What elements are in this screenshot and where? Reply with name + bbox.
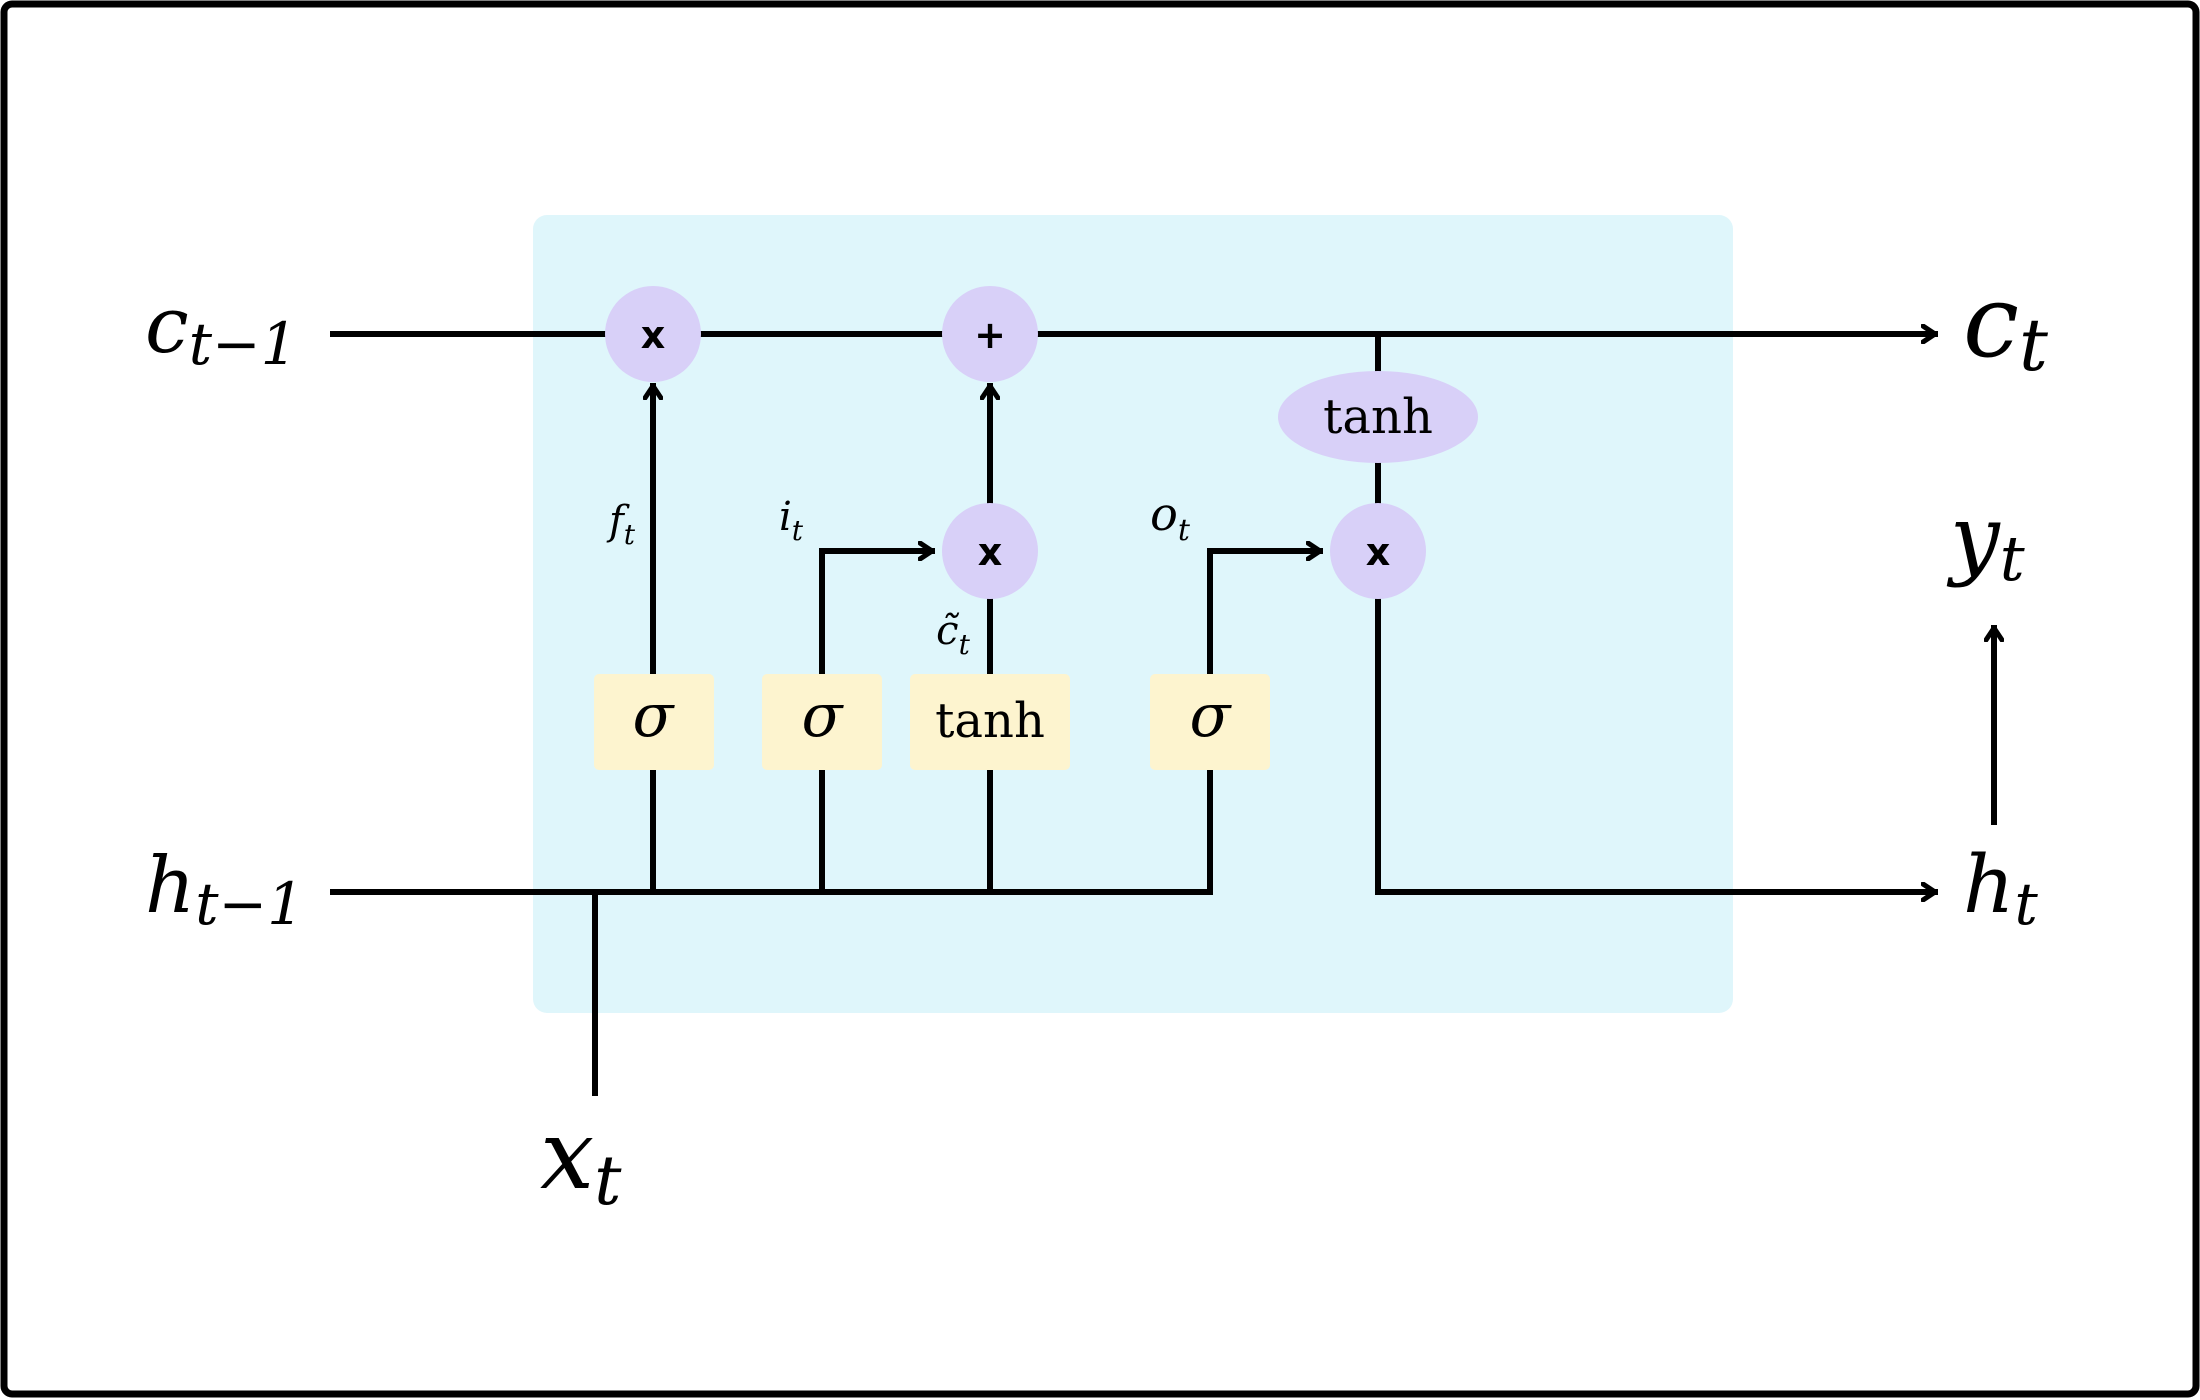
output-multiply-node: x: [1330, 503, 1426, 599]
cell-add-node: +: [942, 286, 1038, 382]
gate-box-output: σ: [1150, 674, 1270, 770]
gate-label-forget: σ: [633, 681, 676, 751]
gate-box-forget: σ: [594, 674, 714, 770]
hidden-output-line: [1375, 595, 1938, 892]
h-prev-label: ht−1: [145, 841, 304, 938]
x-input-label: xt: [540, 1099, 622, 1221]
gate-label-input: σ: [802, 681, 845, 751]
input-gate-arrow: [819, 551, 935, 679]
candidate-signal-label: c̃t: [936, 608, 970, 661]
cell-add-symbol: +: [974, 313, 1006, 357]
c-prev-label: ct−1: [145, 281, 298, 378]
h-out-label: ht: [1963, 838, 2039, 938]
gate-box-candidate: tanh: [910, 674, 1070, 770]
gate-label-output: σ: [1190, 681, 1233, 751]
output-tanh-node: tanh: [1278, 371, 1478, 463]
forget-multiply-symbol: x: [641, 313, 666, 357]
input-signal-label: it: [779, 494, 804, 547]
c-out-label: ct: [1963, 263, 2049, 387]
connections: [330, 334, 1994, 1096]
output-signal-label: ot: [1150, 487, 1191, 548]
forget-multiply-node: x: [605, 286, 701, 382]
output-gate-arrow: [1207, 551, 1323, 679]
input-multiply-symbol: x: [978, 530, 1003, 574]
output-tanh-label: tanh: [1323, 389, 1433, 445]
gate-box-input: σ: [762, 674, 882, 770]
output-multiply-symbol: x: [1366, 530, 1391, 574]
gate-label-candidate: tanh: [935, 693, 1045, 749]
input-multiply-node: x: [942, 503, 1038, 599]
y-out-label: yt: [1946, 486, 2025, 595]
